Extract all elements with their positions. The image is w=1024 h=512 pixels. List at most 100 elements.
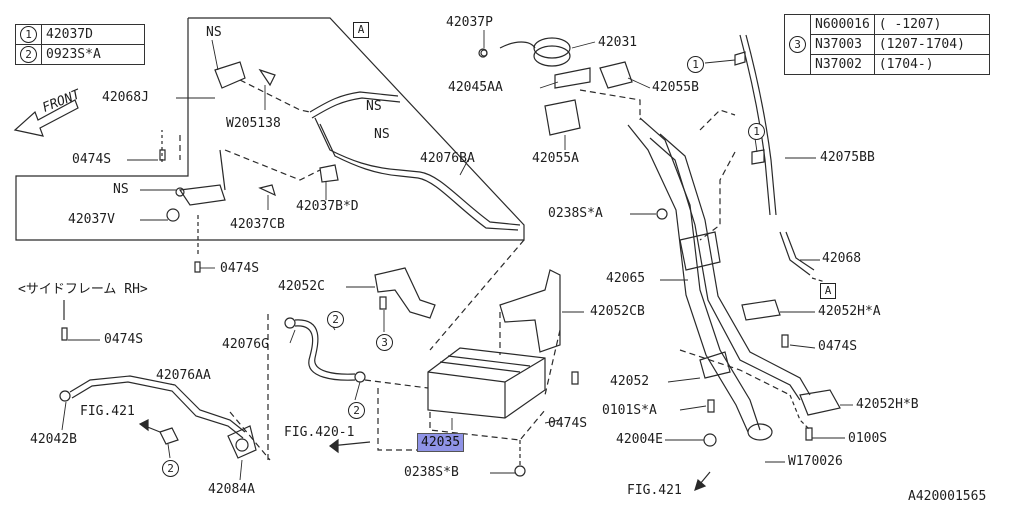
- part-label[interactable]: 42052C: [278, 279, 325, 294]
- legend-part: N600016: [810, 14, 875, 35]
- figure-ref-label[interactable]: FIG.421: [627, 483, 682, 498]
- part-label[interactable]: 42037V: [68, 212, 115, 227]
- cap-42031: [478, 37, 571, 67]
- legend-part: 0923S*A: [41, 44, 145, 65]
- part-label[interactable]: 0474S: [548, 416, 588, 431]
- legend-table-right: 3 N600016 ( -1207) N37003 (1207-1704) N3…: [784, 14, 990, 75]
- leader-lines: [61, 30, 853, 481]
- ns-label: NS: [113, 182, 129, 197]
- pipe-inset-2: [314, 117, 521, 226]
- figure-ref-label[interactable]: FIG.420-1: [284, 425, 355, 440]
- highlight-42035[interactable]: 42035: [417, 433, 465, 452]
- part-label[interactable]: 42055A: [532, 151, 579, 166]
- filler-pipe-42065: [627, 117, 811, 447]
- part-label[interactable]: 42037P: [446, 15, 493, 30]
- part-label[interactable]: 42068: [822, 251, 862, 266]
- part-label[interactable]: 0474S: [72, 152, 112, 167]
- legend-num: 1: [15, 24, 42, 45]
- legend-range: ( -1207): [873, 14, 990, 35]
- legend-num: 2: [15, 44, 42, 65]
- ns-label: NS: [206, 25, 222, 40]
- part-label[interactable]: 42004E: [616, 432, 663, 447]
- valve-42084a: [227, 425, 257, 459]
- part-label[interactable]: 42076BA: [420, 151, 475, 166]
- part-label[interactable]: 42076G: [222, 337, 269, 352]
- callout-2: 2: [327, 311, 344, 328]
- connection-marker-a: A: [820, 283, 836, 299]
- part-label[interactable]: 42052H*B: [856, 397, 919, 412]
- part-label[interactable]: W205138: [226, 116, 281, 131]
- legend-row: 1 42037D: [15, 24, 145, 45]
- part-label[interactable]: 42076AA: [156, 368, 211, 383]
- legend-table-left: 1 42037D 2 0923S*A: [15, 24, 145, 65]
- callout-1: 1: [687, 56, 704, 73]
- part-label[interactable]: W170026: [788, 454, 843, 469]
- clip-1a: [734, 51, 746, 66]
- protector-42055a: [544, 99, 581, 136]
- bracket-42052hb: [799, 389, 841, 416]
- part-label[interactable]: 42042B: [30, 432, 77, 447]
- legend-range: (1207-1704): [873, 34, 990, 55]
- part-label[interactable]: 42052: [610, 374, 650, 389]
- figure-ref-label[interactable]: FIG.421: [80, 404, 135, 419]
- bracket-42052ha: [741, 299, 781, 321]
- bracket-lower-leg: [219, 149, 226, 191]
- hose-42068: [779, 231, 811, 276]
- clip-42037bd: [319, 164, 339, 183]
- part-label[interactable]: 0238S*A: [548, 206, 603, 221]
- pipe-inset-1: [309, 91, 399, 113]
- bracket-42052: [699, 351, 731, 379]
- part-label[interactable]: 0101S*A: [602, 403, 657, 418]
- legend-part: 42037D: [41, 24, 145, 45]
- bracket-upper: [214, 61, 246, 89]
- legend-row: 2 0923S*A: [15, 44, 145, 65]
- callout-1: 1: [748, 123, 765, 140]
- bolt-42037v: [166, 208, 180, 222]
- part-label[interactable]: 42084A: [208, 482, 255, 497]
- ns-label: NS: [366, 99, 382, 114]
- part-label[interactable]: 42031: [598, 35, 638, 50]
- bracket-42052cb: [499, 269, 561, 353]
- part-label[interactable]: 0100S: [848, 431, 888, 446]
- plate-42055b: [599, 61, 633, 89]
- part-label[interactable]: 42075BB: [820, 150, 875, 165]
- callout-3: 3: [376, 334, 393, 351]
- canister-42035: [427, 347, 546, 419]
- legend-part: N37003: [810, 34, 875, 55]
- clip-42037cb: [258, 184, 276, 197]
- legend-num: 3: [784, 14, 811, 75]
- part-label[interactable]: 42068J: [102, 90, 149, 105]
- front-arrow: [13, 99, 79, 137]
- bracket-lower: [178, 184, 226, 206]
- legend-row: N37002 (1704-): [785, 54, 990, 75]
- callout-2: 2: [348, 402, 365, 419]
- part-label[interactable]: 42045AA: [448, 80, 503, 95]
- callout-2: 2: [162, 460, 179, 477]
- part-label[interactable]: 42052H*A: [818, 304, 881, 319]
- part-label[interactable]: 42065: [606, 271, 646, 286]
- highlighted-part-label[interactable]: 42035: [417, 433, 465, 452]
- side-frame-label: <サイドフレーム RH>: [18, 282, 148, 297]
- part-label[interactable]: 42055B: [652, 80, 699, 95]
- leader-line: [429, 239, 525, 351]
- legend-row: 3 N600016 ( -1207): [784, 14, 990, 75]
- inset-frame: [15, 17, 525, 241]
- legend-range: (1704-): [873, 54, 990, 75]
- part-label[interactable]: 42052CB: [590, 304, 645, 319]
- hose-42076g: [294, 319, 356, 375]
- part-label[interactable]: 42037CB: [230, 217, 285, 232]
- legend-row: N37003 (1207-1704): [785, 34, 990, 55]
- ns-label: NS: [374, 127, 390, 142]
- nut-ns: [175, 187, 185, 197]
- part-label[interactable]: 0474S: [220, 261, 260, 276]
- bolts: [61, 49, 813, 477]
- part-label[interactable]: 0238S*B: [404, 465, 459, 480]
- bracket-42052c: [374, 267, 436, 319]
- diagram-reference-id: A420001565: [908, 489, 987, 504]
- part-label[interactable]: 0474S: [818, 339, 858, 354]
- clip-2: [159, 427, 179, 445]
- part-label[interactable]: 0474S: [104, 332, 144, 347]
- part-label[interactable]: 42037B*D: [296, 199, 359, 214]
